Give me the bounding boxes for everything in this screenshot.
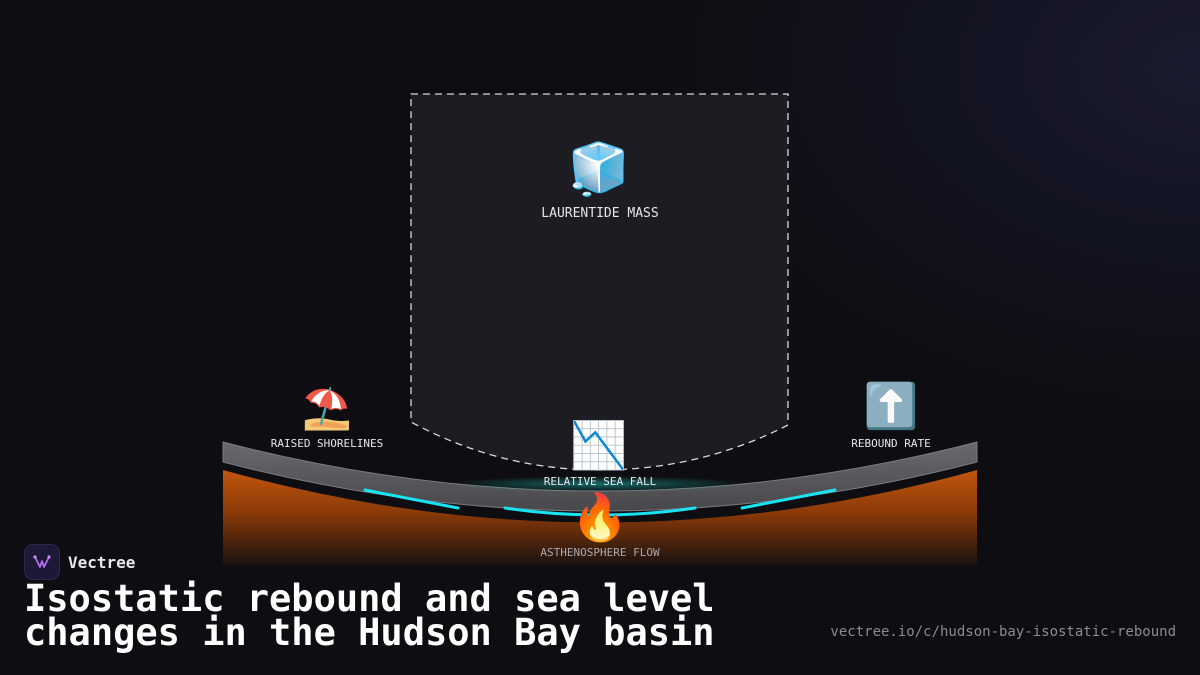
fire-icon: 🔥 — [571, 490, 629, 544]
brand: Vectree — [24, 544, 135, 580]
up-arrow-icon: ⬆️ — [863, 381, 919, 432]
ice-mass-box — [410, 93, 789, 471]
page-title: Isostatic rebound and sea level changes … — [24, 577, 715, 654]
sea-fall-label: RELATIVE SEA FALL — [543, 475, 657, 488]
source-url[interactable]: vectree.io/c/hudson-bay-isostatic-reboun… — [830, 624, 1176, 640]
flow-line-left — [363, 488, 460, 510]
asthenosphere-layer — [223, 470, 977, 565]
ice-cube-icon: 🧊 — [567, 140, 631, 198]
beach-umbrella-icon: ⛱️ — [302, 386, 352, 432]
sea-water-glow — [450, 476, 750, 492]
flow-line-center — [503, 506, 697, 517]
rebound-label: REBOUND RATE — [851, 437, 931, 450]
ice-mass-label: LAURENTIDE MASS — [541, 206, 659, 221]
vectree-logo-icon — [24, 544, 60, 580]
chart-decreasing-icon: 📉 — [570, 418, 628, 472]
shorelines-label: RAISED SHORELINES — [270, 437, 384, 450]
brand-name: Vectree — [68, 552, 136, 572]
asthenosphere-label: ASTHENOSPHERE FLOW — [540, 546, 660, 559]
flow-line-right — [740, 488, 837, 510]
